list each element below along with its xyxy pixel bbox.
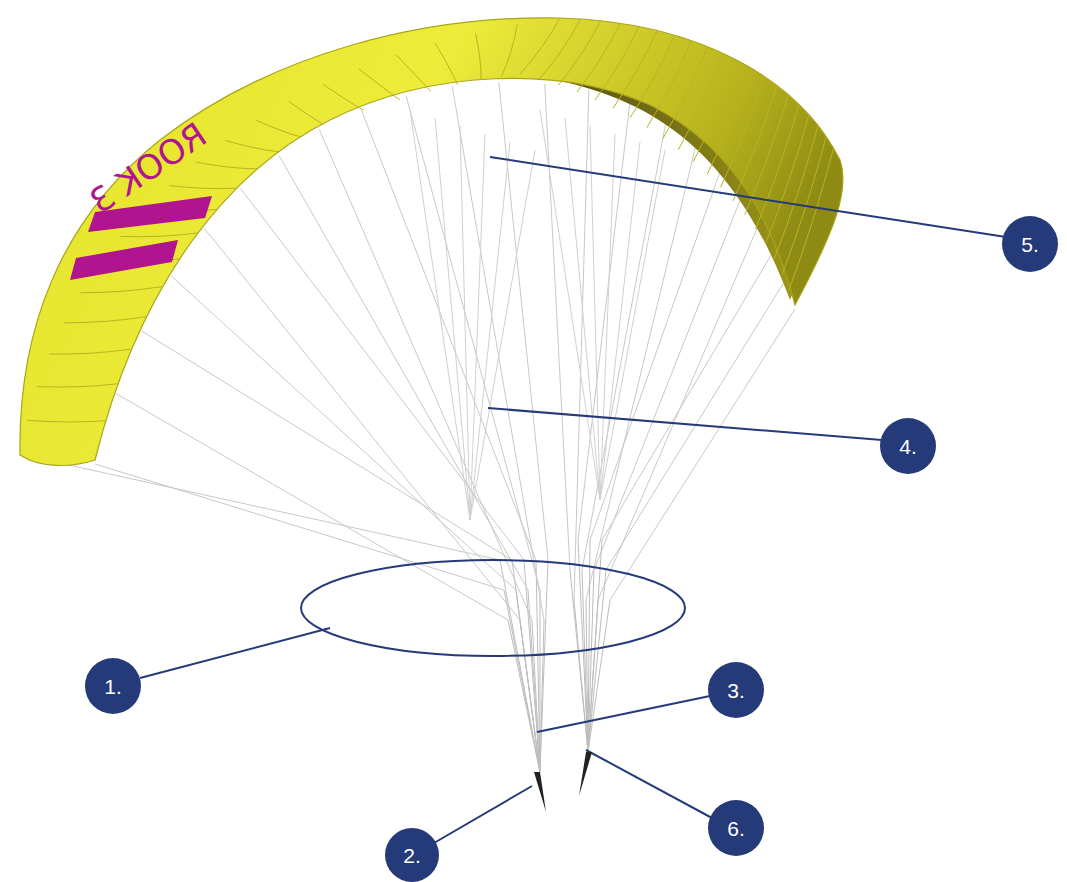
- suspension-line: [470, 142, 510, 520]
- cell-seam: [359, 69, 400, 100]
- cell-seam: [693, 61, 737, 162]
- suspension-line: [586, 140, 697, 600]
- callout-number: 1.: [85, 658, 141, 714]
- suspension-line: [586, 600, 588, 752]
- cell-seam: [169, 186, 237, 189]
- cell-seam: [502, 25, 518, 77]
- cell-seam: [539, 19, 580, 79]
- cell-seam: [37, 384, 118, 387]
- leader-line: [488, 408, 882, 440]
- suspension-line: [499, 83, 548, 560]
- cell-seam: [475, 33, 481, 80]
- cell-seam: [707, 68, 751, 174]
- cell-seam: [225, 140, 278, 151]
- suspension-line: [565, 118, 600, 500]
- leader-line: [586, 750, 712, 818]
- suspension-line: [504, 590, 540, 772]
- suspension-line: [470, 134, 485, 520]
- cell-seam: [577, 23, 620, 92]
- suspension-line: [602, 249, 775, 540]
- suspension-line: [600, 142, 640, 500]
- leader-line: [490, 157, 1006, 237]
- callout-number: 2.: [385, 828, 439, 882]
- callout-text: 6.: [727, 818, 745, 839]
- cell-seam: [678, 53, 723, 150]
- callout-number: 6.: [708, 800, 764, 856]
- wing-logo: ROOK 3: [84, 117, 212, 219]
- callout-number: 4.: [880, 418, 936, 474]
- suspension-line: [578, 540, 588, 752]
- leader-lines: [140, 157, 1006, 843]
- suspension-line: [600, 150, 665, 500]
- cell-seam: [49, 349, 132, 354]
- wing-canopy: [20, 18, 843, 466]
- callout-text: 5.: [1021, 234, 1039, 255]
- cell-seam: [289, 101, 323, 123]
- cell-seam: [647, 41, 692, 128]
- callout-text: 2.: [403, 845, 421, 866]
- cell-seam: [520, 18, 560, 74]
- cell-seam: [663, 47, 708, 139]
- callout-number: 3.: [708, 662, 764, 718]
- suspension-line: [512, 560, 540, 772]
- suspension-line: [578, 101, 630, 540]
- cell-seam: [323, 84, 363, 110]
- cell-seam: [196, 162, 257, 169]
- riser: [579, 752, 592, 796]
- suspension-line: [95, 464, 504, 590]
- suspension-line: [406, 96, 540, 590]
- suspension-line: [590, 126, 600, 500]
- suspension-line: [540, 560, 548, 772]
- suspension-line: [361, 110, 536, 560]
- suspension-line: [116, 394, 508, 620]
- cell-seam: [733, 85, 777, 200]
- cell-seam: [721, 77, 765, 188]
- suspension-line: [410, 110, 470, 520]
- leader-line: [140, 628, 330, 678]
- suspension-line: [594, 191, 744, 570]
- suspension-line: [600, 134, 615, 500]
- cell-seam: [64, 317, 147, 323]
- highlight-ellipse: [301, 560, 685, 656]
- suspension-line: [590, 164, 723, 540]
- leader-line: [434, 786, 532, 843]
- suspension-line: [545, 84, 570, 570]
- cell-seam: [256, 120, 300, 137]
- cell-seam: [595, 27, 639, 100]
- suspension-line: [470, 150, 535, 520]
- suspension-line: [452, 87, 544, 620]
- cell-seam: [774, 126, 818, 259]
- cell-seam: [558, 21, 600, 85]
- suspension-line: [610, 309, 795, 600]
- suspension-line: [588, 600, 610, 752]
- suspension-line: [460, 126, 470, 520]
- cell-seam: [27, 420, 106, 422]
- cell-seam: [121, 233, 198, 237]
- suspension-line: [205, 229, 520, 620]
- callout-text: 4.: [899, 436, 917, 457]
- suspension-line: [435, 118, 470, 520]
- cell-seam: [613, 31, 657, 109]
- cell-seam: [630, 35, 675, 117]
- cell-seam: [789, 148, 833, 289]
- riser: [534, 772, 546, 812]
- cell-seam: [396, 55, 431, 91]
- cell-seam: [80, 287, 162, 293]
- suspension-line: [319, 130, 532, 620]
- wing-stripe: [70, 240, 178, 280]
- callout-number: 5.: [1002, 216, 1058, 272]
- callout-text: 1.: [104, 676, 122, 697]
- callout-text: 3.: [727, 680, 745, 701]
- wing-cells: [27, 18, 833, 422]
- leader-line: [537, 696, 710, 732]
- suspension-line: [588, 570, 606, 752]
- cell-seam: [435, 43, 458, 85]
- risers: [534, 752, 592, 812]
- suspension-line: [524, 560, 540, 772]
